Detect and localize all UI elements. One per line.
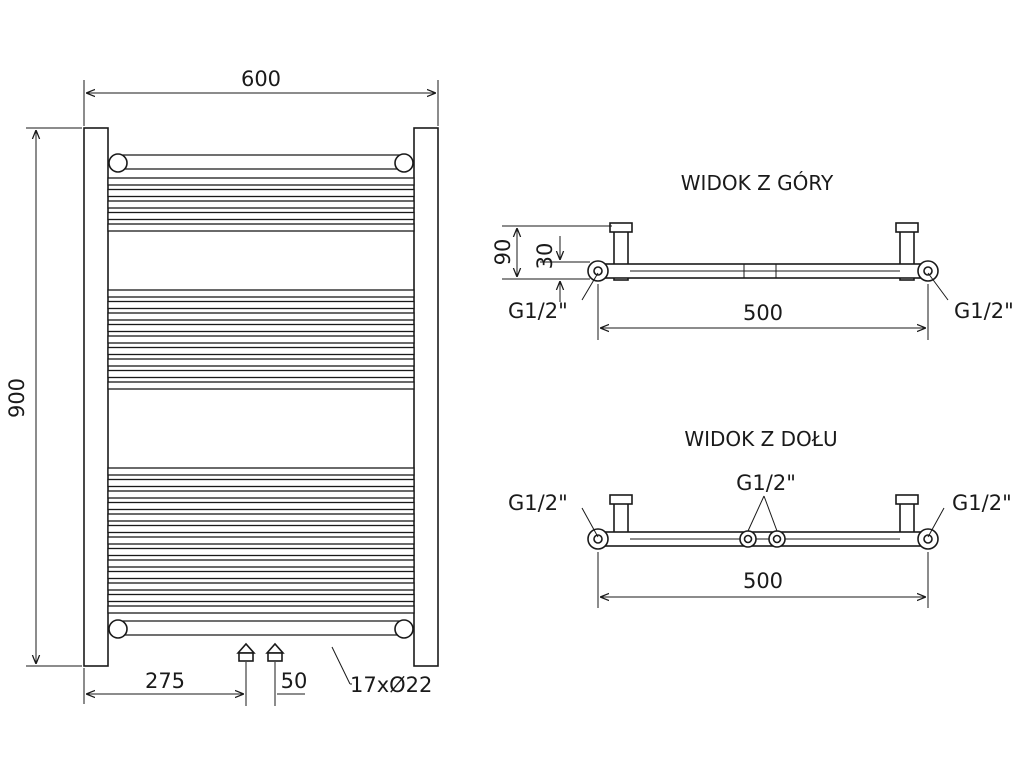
bottom-view: WIDOK Z DOŁU G1/2" G1/2" G1/2" 500	[508, 427, 1012, 608]
bottom-left-connector-icon	[108, 619, 128, 639]
top-left-connector-icon	[108, 153, 128, 173]
depth-label: 90	[491, 239, 515, 266]
heating-tube	[107, 478, 415, 488]
heating-tube	[107, 524, 415, 534]
bottom-valve-right-icon	[265, 642, 285, 662]
width-dimension: 600	[83, 67, 439, 126]
heating-tube	[107, 177, 415, 186]
top-rail	[108, 153, 414, 173]
bottom-width-label: 500	[743, 569, 783, 593]
right-column	[413, 127, 439, 667]
heating-tube	[107, 188, 415, 198]
connection-dimensions: 275 50	[83, 662, 308, 706]
tubes-leader: 17xØ22	[331, 646, 432, 697]
width-label: 600	[241, 67, 281, 91]
heating-tube	[107, 501, 415, 511]
height-dimension: 900	[5, 127, 82, 667]
tubes-label: 17xØ22	[350, 673, 432, 697]
offset-label: 275	[145, 669, 185, 693]
heating-tube	[107, 593, 415, 603]
spacing-label: 50	[281, 669, 308, 693]
bottom-valve-left-icon	[236, 642, 256, 662]
heating-tube	[107, 570, 415, 580]
top-left-thread-label: G1/2"	[508, 299, 568, 323]
top-view-title: WIDOK Z GÓRY	[681, 171, 834, 195]
heating-tube	[107, 289, 415, 298]
front-view: 600 900 275 50 17xØ22	[5, 67, 439, 706]
top-width-label: 500	[743, 301, 783, 325]
top-view: WIDOK Z GÓRY 90 30 G1/2" G1/2"	[491, 171, 1014, 340]
bottom-left-thread-label: G1/2"	[508, 491, 568, 515]
heating-tube	[107, 369, 415, 379]
bottom-right-thread-label: G1/2"	[952, 491, 1012, 515]
top-right-thread-label: G1/2"	[954, 299, 1014, 323]
heating-tube	[107, 323, 415, 333]
bottom-center-thread-label: G1/2"	[736, 471, 796, 495]
heating-tube	[107, 211, 415, 221]
left-column	[83, 127, 109, 667]
heating-tube	[107, 536, 415, 545]
heating-tube	[107, 200, 415, 209]
bottom-view-title: WIDOK Z DOŁU	[684, 427, 837, 451]
heating-tube	[107, 358, 415, 367]
heating-tube	[107, 490, 415, 499]
heating-tube	[107, 605, 415, 614]
heating-tube	[107, 547, 415, 557]
bottom-right-connector-icon	[394, 619, 414, 639]
bottom-rail	[108, 619, 414, 639]
top-right-connector-icon	[394, 153, 414, 173]
heating-tube	[107, 300, 415, 310]
heating-tube	[107, 513, 415, 522]
heating-tube	[107, 467, 415, 476]
height-label: 900	[5, 378, 29, 418]
heating-tube	[107, 346, 415, 356]
heating-tube	[107, 559, 415, 568]
heating-tubes	[107, 177, 415, 614]
heating-tube	[107, 381, 415, 390]
heating-tube	[107, 223, 415, 232]
heating-tube	[107, 335, 415, 344]
offset-30-label: 30	[533, 243, 557, 270]
heating-tube	[107, 312, 415, 321]
heating-tube	[107, 582, 415, 591]
